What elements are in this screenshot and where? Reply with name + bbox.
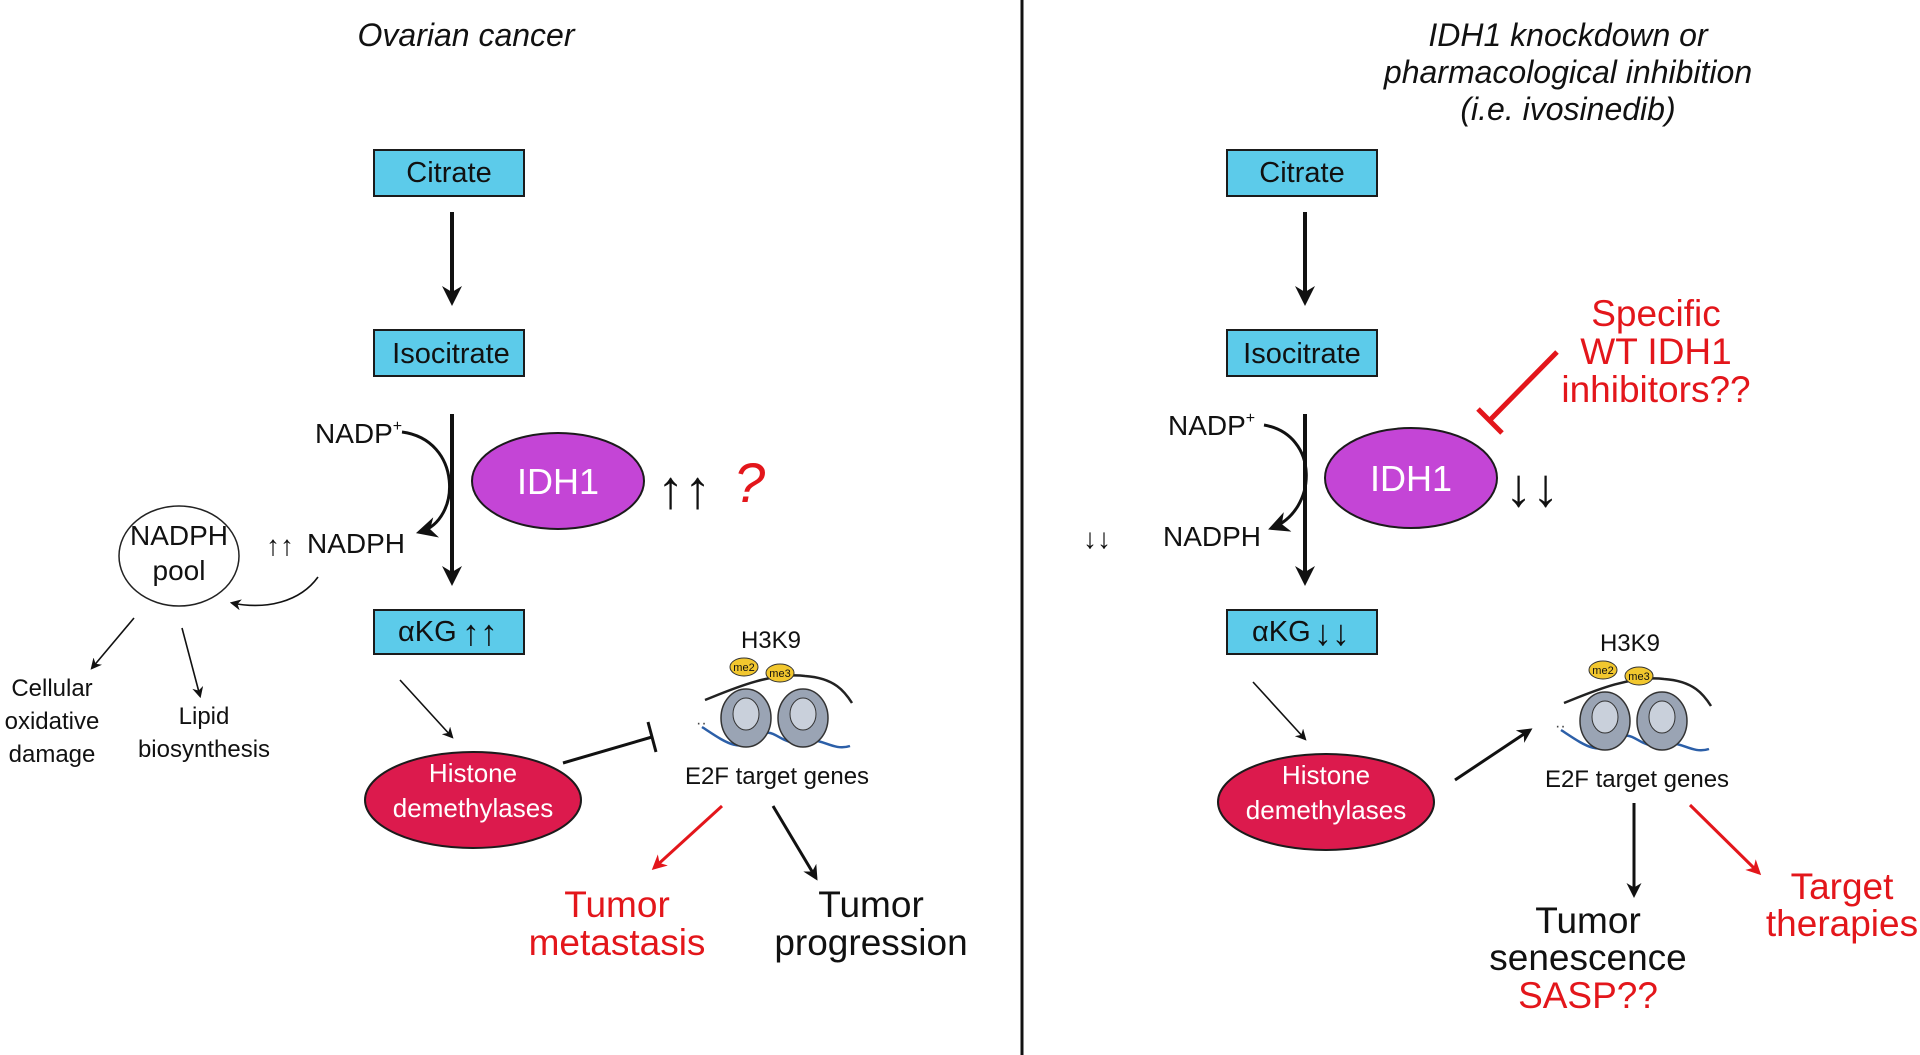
cellular-label-line2: oxidative — [5, 708, 100, 735]
nadp-to-nadph-curve — [1263, 423, 1308, 532]
idh1-ellipse — [471, 432, 645, 530]
left-panel-header: Ovarian cancer — [358, 17, 576, 53]
isocitrate-label: Isocitrate — [392, 338, 510, 370]
me3-badge — [765, 663, 795, 683]
isocitrate-box — [1226, 329, 1378, 377]
e2f-to-metastasis-arrow — [651, 804, 724, 871]
me3-label: me3 — [1628, 671, 1649, 683]
idh1-label: IDH1 — [517, 461, 599, 502]
nadp-label: NADP+ — [1168, 410, 1255, 441]
nadph-pool-line1: NADPH — [130, 520, 228, 551]
question-mark: ? — [734, 451, 765, 514]
idh1-down-arrows: ↓↓ — [1505, 458, 1559, 518]
inhibitor-bar — [1476, 407, 1504, 435]
nucleosome-illustration: ·· — [696, 657, 854, 749]
inhibitor-line — [1487, 350, 1559, 423]
h3k9-label: H3K9 — [1600, 630, 1660, 657]
akg-label: αKG — [398, 616, 457, 648]
me3-label: me3 — [769, 668, 790, 680]
akg-label: αKG — [1252, 616, 1311, 648]
progression-label-line2: progression — [774, 922, 967, 963]
nucleosome-illustration: ·· — [1555, 660, 1713, 752]
idh1-up-arrows: ↑↑ — [657, 460, 711, 520]
nadp-to-nadph-curve — [401, 430, 451, 538]
nadp-label: NADP+ — [315, 418, 402, 449]
me2-label: me2 — [733, 662, 754, 674]
isocitrate-label: Isocitrate — [1243, 338, 1361, 370]
citrate-label: Citrate — [406, 157, 491, 189]
histone-demethylases-ellipse — [364, 751, 582, 849]
me2-label: me2 — [1592, 665, 1613, 677]
nadph-to-pool-arrow — [229, 576, 319, 611]
nadph-label: NADPH — [1163, 521, 1261, 552]
metastasis-label-line2: metastasis — [529, 922, 706, 963]
citrate-box — [1226, 149, 1378, 197]
senescence-label-line3: SASP?? — [1518, 975, 1658, 1016]
akg-to-histone-arrow — [399, 679, 454, 739]
e2f-to-progression-arrow — [771, 805, 818, 881]
histone-activates-e2f-arrow — [1454, 728, 1533, 782]
citrate-box — [373, 149, 525, 197]
histone-label-line2: demethylases — [1246, 795, 1406, 825]
citrate-label: Citrate — [1259, 157, 1344, 189]
target-label-line1: Target — [1791, 866, 1895, 907]
lipid-label-line1: Lipid — [179, 703, 230, 730]
akg-box — [1226, 609, 1378, 655]
idh1-ellipse — [1324, 427, 1498, 529]
h3k9-label: H3K9 — [741, 627, 801, 654]
left-panel: Ovarian cancer Citrate Isocitrate NADP+ … — [5, 17, 968, 963]
me3-badge — [1624, 666, 1654, 686]
akg-box — [373, 609, 525, 655]
progression-label-line1: Tumor — [818, 884, 924, 925]
cellular-label-line1: Cellular — [11, 675, 92, 702]
akg-up-arrows: ↑↑ — [462, 612, 498, 653]
histone-inhibits-e2f-line — [562, 735, 653, 765]
me2-badge — [729, 657, 759, 677]
svg-text:··: ·· — [1555, 718, 1566, 735]
e2f-label: E2F target genes — [1545, 766, 1729, 793]
idh1-label: IDH1 — [1370, 458, 1452, 499]
lipid-label-line2: biosynthesis — [138, 736, 270, 763]
nadph-down-arrows: ↓↓ — [1083, 523, 1111, 554]
nadph-pool-line2: pool — [153, 555, 206, 586]
akg-to-histone-arrow — [1252, 681, 1307, 741]
svg-text:··: ·· — [696, 715, 707, 732]
inhibitor-label-line2: WT IDH1 — [1580, 331, 1731, 372]
nadph-label: NADPH — [307, 528, 405, 559]
akg-down-arrows: ↓↓ — [1314, 612, 1350, 653]
senescence-label-line2: senescence — [1489, 937, 1686, 978]
metastasis-label-line1: Tumor — [564, 884, 670, 925]
inhibitor-label-line3: inhibitors?? — [1561, 369, 1750, 410]
histone-demethylases-ellipse — [1217, 753, 1435, 851]
right-header-line2: pharmacological inhibition — [1383, 54, 1752, 90]
e2f-to-target-arrow — [1688, 803, 1762, 876]
cellular-label-line3: damage — [9, 741, 96, 768]
isocitrate-box — [373, 329, 525, 377]
pool-to-lipid-arrow — [181, 627, 204, 699]
senescence-label-line1: Tumor — [1535, 900, 1641, 941]
right-header-line3: (i.e. ivosinedib) — [1460, 91, 1675, 127]
pool-to-cellular-arrow — [90, 617, 135, 670]
right-header-line1: IDH1 knockdown or — [1428, 17, 1709, 53]
inhibitor-label-line1: Specific — [1591, 293, 1721, 334]
inhibition-bar — [646, 721, 658, 753]
histone-label-line2: demethylases — [393, 793, 553, 823]
right-panel: IDH1 knockdown or pharmacological inhibi… — [1083, 17, 1918, 1016]
nadph-up-arrows: ↑↑ — [266, 530, 294, 561]
e2f-label: E2F target genes — [685, 763, 869, 790]
me2-badge — [1588, 660, 1618, 680]
histone-label-line1: Histone — [429, 758, 517, 788]
target-label-line2: therapies — [1766, 903, 1918, 944]
nadph-pool-circle — [118, 505, 240, 607]
histone-label-line1: Histone — [1282, 760, 1370, 790]
